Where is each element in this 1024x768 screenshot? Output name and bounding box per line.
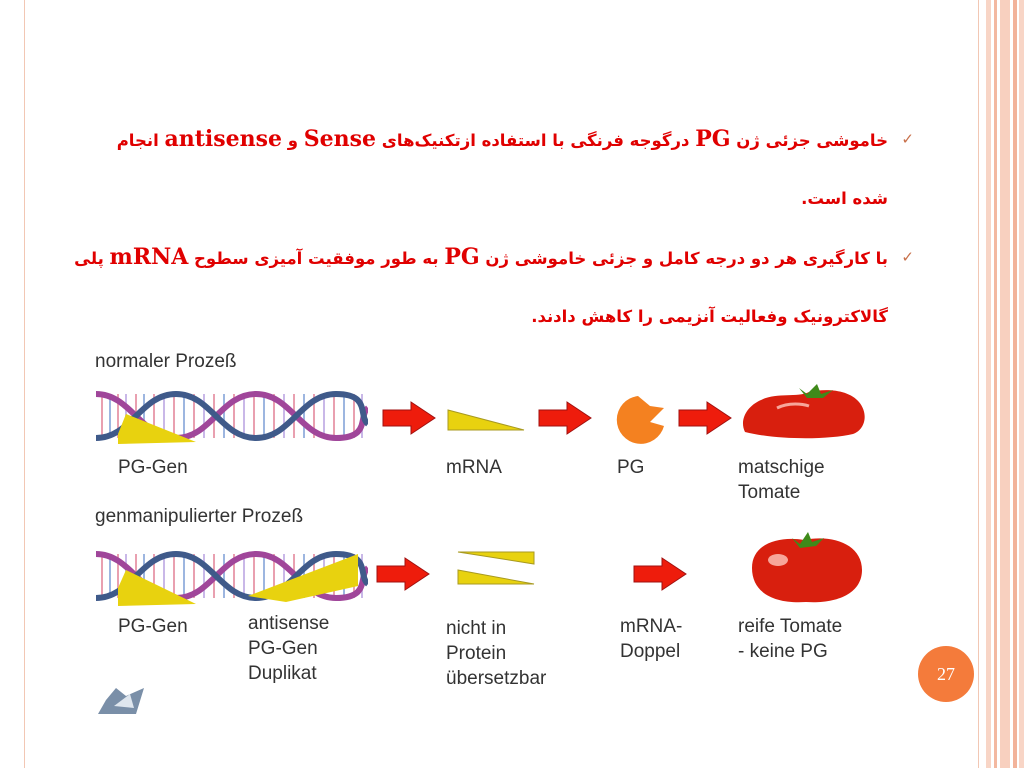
bullet-text: درگوجه فرنگی با استفاده ازتکنیک‌های: [376, 131, 696, 150]
bullet-text: با کارگیری هر دو درجه کامل و جزئی خاموشی…: [479, 249, 888, 268]
arrow-right-icon: [382, 401, 436, 435]
bullet-text: گالاکترونیک وفعالیت آنزیمی را کاهش دادند…: [531, 307, 888, 326]
frame-line: [978, 0, 979, 768]
bullet-text: انجام: [116, 131, 165, 150]
mrna-strand-icon: [447, 409, 525, 431]
bullet-term: Sense: [303, 126, 377, 152]
row2-mrna-label: nicht in Protein übersetzbar: [446, 618, 547, 689]
dna-helix-icon: [96, 550, 368, 606]
dna-helix-icon: [96, 390, 368, 444]
arrow-right-icon: [633, 557, 687, 591]
squashed-tomato-icon: [742, 384, 865, 439]
ripe-tomato-icon: [752, 532, 862, 603]
bullet-term: mRNA: [109, 244, 189, 270]
logo-icon: [98, 688, 144, 714]
row1-mrna-label: mRNA: [446, 457, 502, 478]
bullet-text: خاموشی جزئی ژن: [730, 131, 888, 150]
bullet-2: ✓ با کارگیری هر دو درجه کامل و جزئی خامو…: [60, 228, 920, 346]
bullet-text: به طور موفقیت آمیزی سطوح: [188, 249, 445, 268]
side-stripe: [1000, 0, 1010, 768]
frame-line: [24, 0, 25, 768]
checkmark-icon: ✓: [901, 248, 914, 266]
bullet-term: antisense: [164, 126, 283, 152]
double-strand-mrna-icon: [457, 551, 535, 585]
row1-result-label: matschige Tomate: [738, 457, 825, 503]
bullet-text: و: [282, 131, 304, 150]
row1-title: normaler Prozeß: [95, 351, 237, 372]
side-stripe: [1019, 0, 1024, 768]
side-stripe: [986, 0, 991, 768]
row2-title: genmanipulierter Prozeß: [95, 506, 304, 527]
row2-antisense-label: antisense PG-Gen Duplikat: [248, 613, 330, 684]
page-number: 27: [918, 646, 974, 702]
row2-result-label: reife Tomate - keine PG: [738, 616, 843, 662]
arrow-right-icon: [538, 401, 592, 435]
bullet-text: شده است.: [801, 189, 888, 208]
row1-pg-label: PG: [617, 457, 645, 478]
bullet-term: PG: [444, 244, 480, 270]
slide-text: ✓ خاموشی جزئی ژن PG درگوجه فرنگی با استف…: [60, 110, 920, 346]
side-stripe: [994, 0, 997, 768]
bullet-text: پلی: [74, 249, 110, 268]
bullet-term: PG: [695, 126, 731, 152]
row1-gene-label: PG-Gen: [118, 457, 188, 478]
arrow-right-icon: [678, 401, 732, 435]
arrow-right-icon: [376, 557, 430, 591]
bullet-1: ✓ خاموشی جزئی ژن PG درگوجه فرنگی با استف…: [60, 110, 920, 228]
side-stripe: [1013, 0, 1017, 768]
checkmark-icon: ✓: [901, 130, 914, 148]
row2-double-label: mRNA- Doppel: [620, 616, 683, 662]
pg-enzyme-icon: [616, 396, 664, 444]
row2-gene-label: PG-Gen: [118, 616, 188, 637]
